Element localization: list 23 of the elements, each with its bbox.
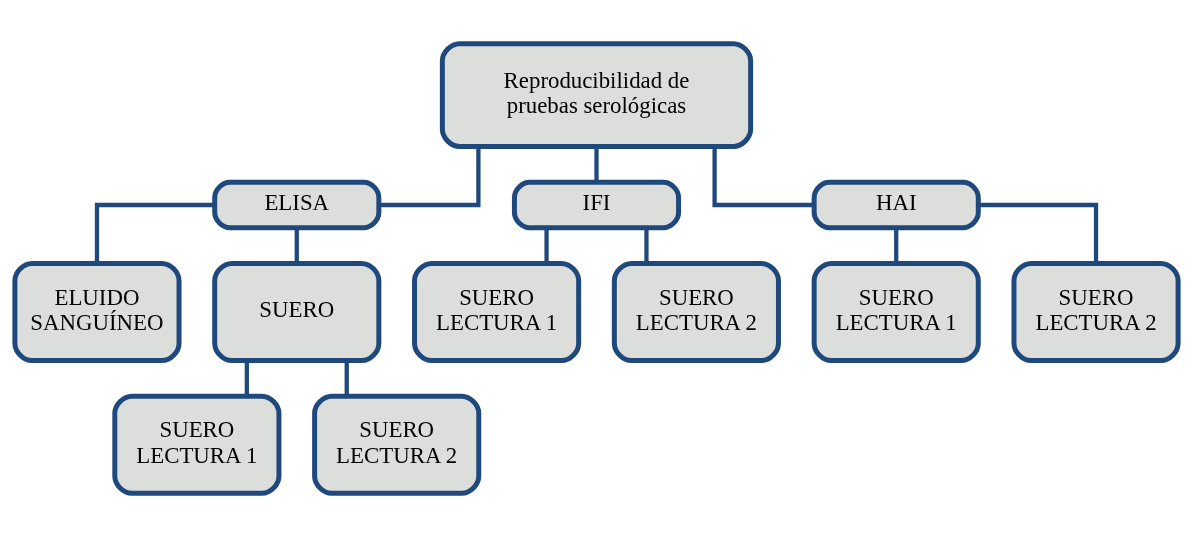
node-box: ELUIDO SANGUÍNEO [12, 260, 182, 363]
connector [544, 227, 549, 263]
node-box: IFI [511, 179, 682, 230]
node-box: SUERO LECTURA 2 [1011, 260, 1181, 363]
node-box: SUERO LECTURA 2 [312, 393, 482, 496]
connector [294, 227, 299, 263]
connector [379, 146, 481, 207]
node-box: SUERO LECTURA 1 [412, 260, 582, 363]
connector [894, 227, 899, 263]
node-box: SUERO LECTURA 1 [811, 260, 981, 363]
node-box: ELISA [212, 179, 382, 230]
connector [244, 360, 249, 396]
node-box: SUERO [212, 260, 382, 363]
node-box: HAI [811, 179, 981, 230]
node-box: SUERO LECTURA 1 [112, 393, 282, 496]
node-box: Reproducibilidad de pruebas serológicas [439, 40, 754, 149]
connector [644, 227, 649, 263]
connector [344, 360, 349, 396]
connector [712, 146, 814, 207]
connector [94, 202, 215, 263]
connector [978, 202, 1099, 263]
connector [594, 146, 599, 182]
node-box: SUERO LECTURA 2 [611, 260, 781, 363]
